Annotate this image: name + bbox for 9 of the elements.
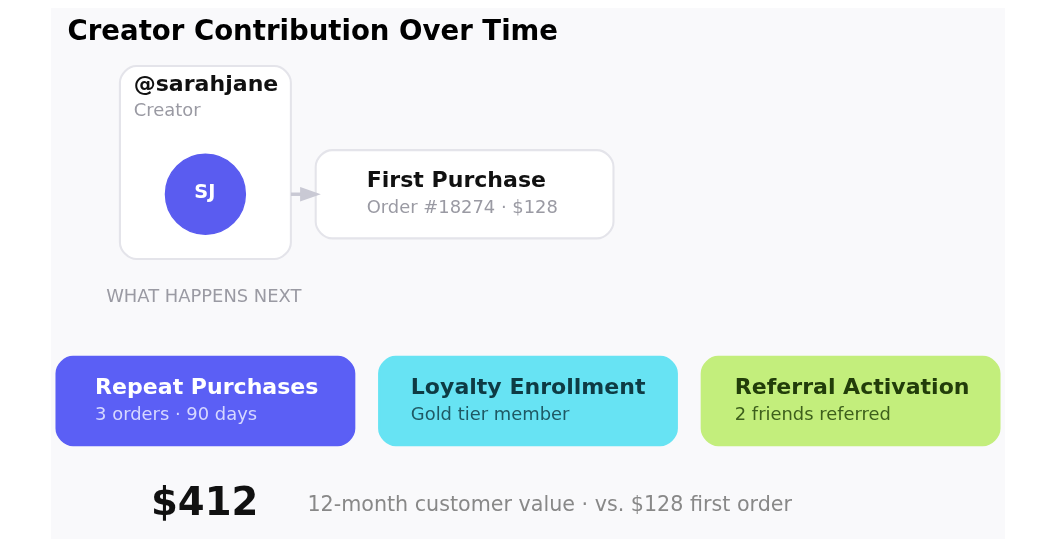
diagram-title: Creator Contribution Over Time xyxy=(67,13,559,47)
label: 12-month customer value · vs. $128 first order xyxy=(307,492,792,517)
node-box: Referral Activation 2 friends referred xyxy=(700,355,1001,447)
node-circle: SJ xyxy=(164,153,247,235)
label: $412 xyxy=(150,478,259,524)
node-box: First Purchase Order #18274 · $128 xyxy=(314,149,615,240)
label: WHAT HAPPENS NEXT xyxy=(106,285,302,307)
node-box: Repeat Purchases 3 orders · 90 days xyxy=(55,355,356,447)
node-box: Loyalty Enrollment Gold tier member xyxy=(378,355,678,447)
